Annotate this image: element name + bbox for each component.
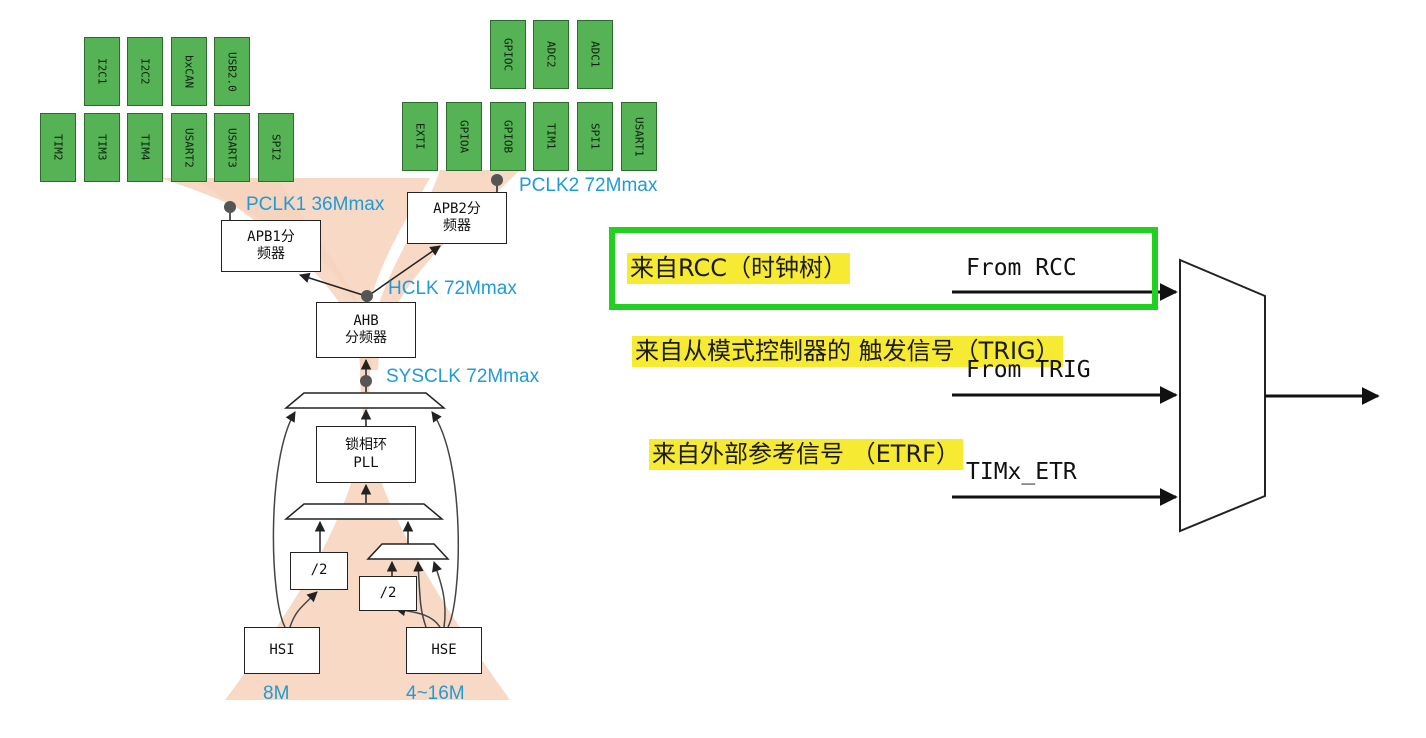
sysclk-label: SYSCLK 72Mmax	[386, 366, 540, 387]
pll-source-mux	[283, 503, 445, 520]
peripheral-adc2: ADC2	[533, 20, 569, 89]
hsi-div2-box: /2	[290, 552, 348, 590]
peripheral-usart2: USART2	[171, 113, 207, 182]
peripheral-exti: EXTI	[402, 102, 438, 171]
peripheral-spi2: SPI2	[258, 113, 294, 182]
peripheral-gpioa: GPIOA	[446, 102, 482, 171]
peripheral-tim1: TIM1	[533, 102, 569, 171]
hse-prediv-mux	[366, 543, 450, 560]
sysclk-node	[360, 375, 372, 387]
from-trig-signal-label: From TRIG	[966, 357, 1091, 383]
hsi-box: HSI	[244, 627, 320, 674]
pll-box: 锁相环 PLL	[316, 426, 416, 483]
peripheral-i2c2: I2C2	[127, 37, 163, 106]
peripheral-adc1: ADC1	[577, 20, 613, 89]
peripheral-usart3: USART3	[214, 113, 250, 182]
from-rcc-description: 来自RCC（时钟树）	[627, 253, 850, 285]
timx-etr-description: 来自外部参考信号 （ETRF）	[649, 439, 963, 471]
hse-frequency-label: 4~16M	[406, 683, 465, 704]
ahb-prescaler-box: AHB 分频器	[316, 302, 416, 358]
peripheral-usart1: USART1	[621, 102, 657, 171]
hse-div2-box: /2	[359, 576, 417, 611]
hclk-node	[361, 290, 373, 302]
peripheral-spi1: SPI1	[577, 102, 613, 171]
peripheral-tim3: TIM3	[84, 113, 120, 182]
peripheral-tim4: TIM4	[127, 113, 163, 182]
timx-etr-signal-label: TIMx_ETR	[966, 459, 1077, 485]
hclk-label: HCLK 72Mmax	[388, 278, 517, 299]
from-rcc-signal-label: From RCC	[966, 255, 1077, 281]
apb2-prescaler-box: APB2分 频器	[407, 192, 507, 244]
hsi-frequency-label: 8M	[263, 683, 290, 704]
peripheral-gpiob: GPIOB	[490, 102, 526, 171]
apb1-prescaler-box: APB1分 频器	[221, 220, 321, 272]
pclk1-label: PCLK1 36Mmax	[246, 194, 385, 215]
peripheral-i2c1: I2C1	[84, 37, 120, 106]
pclk1-node	[224, 201, 236, 213]
hse-box: HSE	[406, 627, 482, 674]
sysclk-mux	[283, 392, 447, 409]
from-trig-description: 来自从模式控制器的 触发信号（TRIG）	[632, 336, 1063, 368]
peripheral-tim2: TIM2	[40, 113, 76, 182]
selected-input-frame	[609, 227, 1158, 310]
pclk2-label: PCLK2 72Mmax	[519, 175, 658, 196]
clock-source-mux	[1179, 258, 1266, 533]
peripheral-bxcan: bxCAN	[171, 37, 207, 106]
pclk2-node	[491, 174, 503, 186]
peripheral-gpioc: GPIOC	[490, 20, 526, 89]
peripheral-usb: USB2.0	[214, 37, 250, 106]
